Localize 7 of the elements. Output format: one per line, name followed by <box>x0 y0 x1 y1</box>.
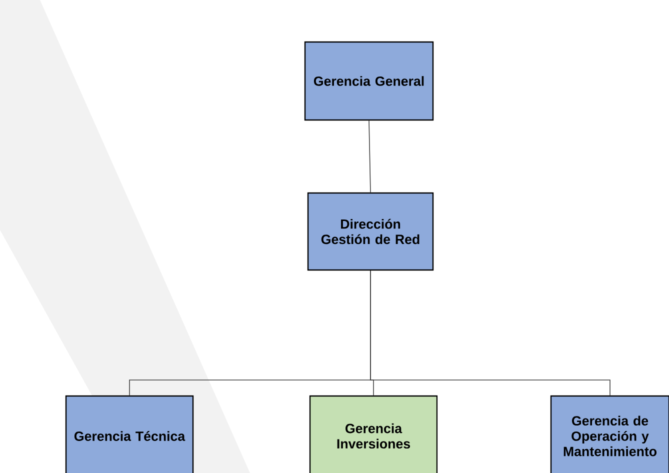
connector-line <box>368 120 371 193</box>
org-box: Gerencia Técnica <box>65 395 194 473</box>
org-box: Gerencia Inversiones <box>309 395 438 473</box>
org-box: Gerencia de Operación y Mantenimiento <box>550 395 669 473</box>
org-box: Dirección Gestión de Red <box>307 192 434 271</box>
org-box: Gerencia General <box>304 41 434 121</box>
connector-line <box>370 270 610 396</box>
